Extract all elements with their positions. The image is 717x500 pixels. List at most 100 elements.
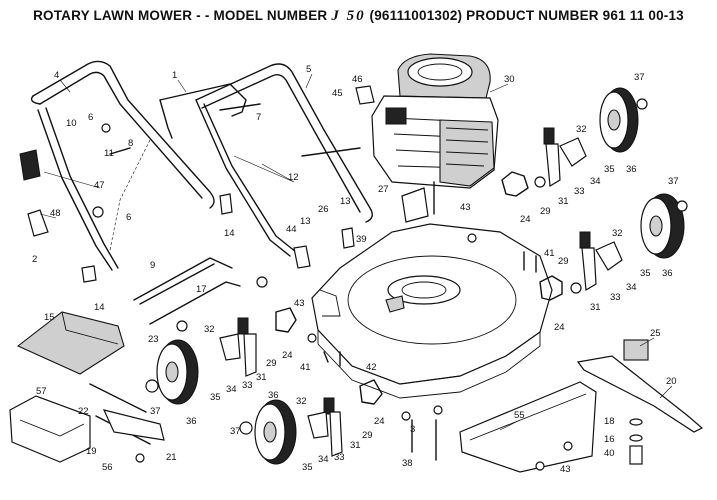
callout-7: 7 <box>256 112 261 123</box>
engine <box>371 53 499 215</box>
title-model-number: J 50 <box>331 8 366 24</box>
callout-29d: 29 <box>362 430 373 441</box>
front-skirt <box>9 395 91 463</box>
callout-44: 44 <box>286 224 297 235</box>
callout-32: 32 <box>576 124 587 135</box>
callout-38: 38 <box>402 458 413 469</box>
engine-bracket <box>401 187 429 223</box>
callout-21: 21 <box>166 452 177 463</box>
upper-handle <box>30 60 215 271</box>
callout-17: 17 <box>196 284 207 295</box>
callout-18: 18 <box>604 416 615 427</box>
callout-24b: 24 <box>554 322 565 333</box>
callout-36d: 36 <box>268 390 279 401</box>
callout-3: 3 <box>410 424 415 435</box>
callout-13: 13 <box>300 216 311 227</box>
callout-43: 43 <box>460 202 471 213</box>
diagram-title: ROTARY LAWN MOWER - - MODEL NUMBER J 50 … <box>0 8 717 25</box>
callout-46: 46 <box>352 74 363 85</box>
callout-31c: 31 <box>256 372 267 383</box>
callout-35b: 35 <box>640 268 651 279</box>
callout-55: 55 <box>514 410 525 421</box>
callout-29b: 29 <box>558 256 569 267</box>
callout-43b: 43 <box>294 298 305 309</box>
callout-37c: 37 <box>150 406 161 417</box>
callout-39: 39 <box>356 234 367 245</box>
callout-31d: 31 <box>350 440 361 451</box>
callout-16: 16 <box>604 434 615 445</box>
callout-45: 45 <box>332 88 343 99</box>
callout-2: 2 <box>32 254 37 265</box>
callout-4: 4 <box>54 70 59 81</box>
control-bail-cable <box>109 83 247 251</box>
callout-34c: 34 <box>226 384 237 395</box>
callout-10: 10 <box>66 118 77 129</box>
wheel-front-left <box>156 339 199 405</box>
callout-30: 30 <box>504 74 515 85</box>
callout-33: 33 <box>574 186 585 197</box>
callout-32b: 32 <box>612 228 623 239</box>
callout-20: 20 <box>666 376 677 387</box>
callout-41b: 41 <box>300 362 311 373</box>
callout-35d: 35 <box>302 462 313 473</box>
callout-19: 19 <box>86 446 97 457</box>
callout-15: 15 <box>44 312 55 323</box>
height-adjuster-lower-right <box>539 231 623 301</box>
callout-37d: 37 <box>230 426 241 437</box>
callout-29c: 29 <box>266 358 277 369</box>
callout-37: 37 <box>634 72 645 83</box>
callout-41: 41 <box>544 248 555 259</box>
callout-35: 35 <box>604 164 615 175</box>
callout-9: 9 <box>150 260 155 271</box>
title-prefix: ROTARY LAWN MOWER - - MODEL NUMBER <box>33 8 328 23</box>
callout-36: 36 <box>626 164 637 175</box>
callout-24d: 24 <box>374 416 385 427</box>
callout-47: 47 <box>94 180 105 191</box>
height-adjuster-front-center <box>307 379 383 457</box>
callout-1: 1 <box>172 70 177 81</box>
wheel-rear-right-upper <box>599 87 639 153</box>
blade-bolt <box>629 418 643 465</box>
title-suffix: (96111001302) PRODUCT NUMBER 961 11 00-1… <box>369 8 684 23</box>
callout-34: 34 <box>590 176 601 187</box>
callout-25: 25 <box>650 328 661 339</box>
height-adjuster-front-left <box>219 307 297 377</box>
lower-handle <box>195 63 373 257</box>
blade <box>576 339 704 433</box>
callout-43c: 43 <box>560 464 571 475</box>
callout-33b: 33 <box>610 292 621 303</box>
callout-22: 22 <box>78 406 89 417</box>
callout-37b: 37 <box>668 176 679 187</box>
wheel-rear-right-lower <box>640 193 685 259</box>
callout-48: 48 <box>50 208 61 219</box>
callout-42: 42 <box>366 362 377 373</box>
callout-23: 23 <box>148 334 159 345</box>
callout-14: 14 <box>224 228 235 239</box>
callout-35c: 35 <box>210 392 221 403</box>
callout-34b: 34 <box>626 282 637 293</box>
callout-56: 56 <box>102 462 113 473</box>
callout-14b: 14 <box>94 302 105 313</box>
callout-32c: 32 <box>204 324 215 335</box>
leader-lines <box>39 73 673 431</box>
callout-36c: 36 <box>186 416 197 427</box>
grass-deflector <box>16 311 125 375</box>
callout-8: 8 <box>128 138 133 149</box>
callout-29: 29 <box>540 206 551 217</box>
callout-24: 24 <box>520 214 531 225</box>
callout-33d: 33 <box>334 452 345 463</box>
height-adjuster-upper-right <box>501 127 587 197</box>
rear-axle-bracket <box>89 383 165 445</box>
callout-11: 11 <box>104 148 114 159</box>
mower-deck <box>311 223 553 399</box>
callout-36b: 36 <box>662 268 673 279</box>
callout-33c: 33 <box>242 380 253 391</box>
hardware-small-parts <box>19 85 688 471</box>
rear-shield <box>459 381 597 473</box>
callout-31b: 31 <box>590 302 601 313</box>
callout-26: 26 <box>318 204 329 215</box>
callout-34d: 34 <box>318 454 329 465</box>
callout-32d: 32 <box>296 396 307 407</box>
callout-12: 12 <box>288 172 299 183</box>
